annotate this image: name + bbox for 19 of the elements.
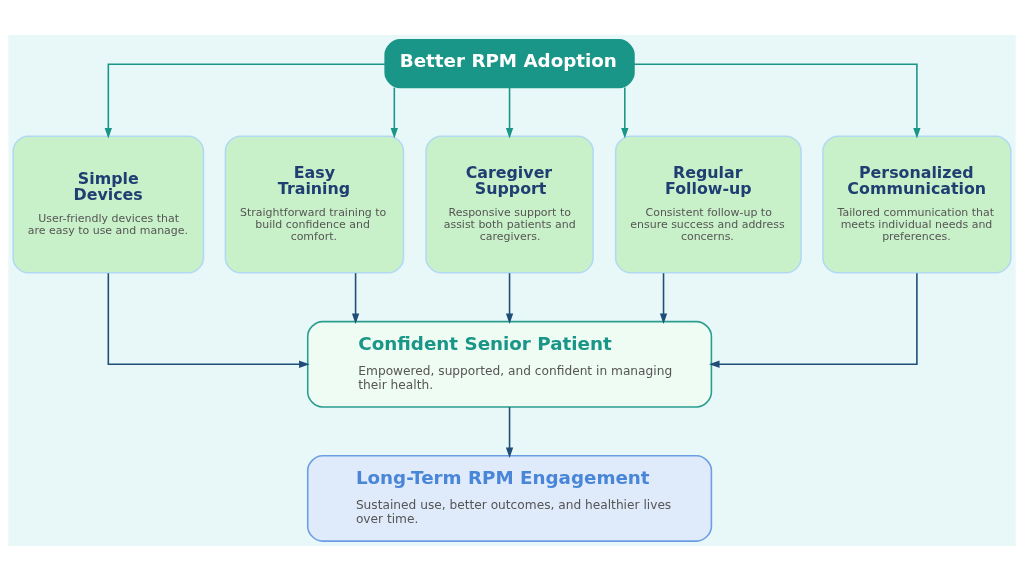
arrow: [633, 63, 921, 139]
arrow: [107, 272, 310, 368]
arrow: [351, 272, 360, 324]
arrow: [505, 86, 514, 139]
node-box: Personalized Communication Tailored communication that meets individual needs and preferences.: [822, 135, 1012, 274]
node-box: Confident Senior Patient Empowered, supported, and confident in managing their health.: [306, 320, 713, 408]
arrow: [390, 86, 398, 139]
node-box: Simple Devices User-friendly devices that are easy to use and manage.: [12, 135, 205, 274]
arrow: [621, 86, 629, 139]
node-box: Easy Training Straightforward training to build confidence and comfort.: [224, 135, 405, 274]
arrow: [709, 272, 918, 368]
node-box: Caregiver Support Responsive support to assist both patients and caregivers.: [425, 135, 594, 274]
arrow: [505, 272, 514, 324]
node-box: Long-Term RPM Engagement Sustained use, better outcomes, and healthier lives over time.: [306, 454, 713, 542]
node-box: Regular Follow-up Consistent follow-up to ensure success and address concerns.: [614, 135, 802, 274]
arrow: [505, 406, 514, 458]
node-box: Better RPM Adoption: [384, 39, 635, 89]
arrow: [659, 272, 668, 324]
arrow: [104, 63, 386, 139]
